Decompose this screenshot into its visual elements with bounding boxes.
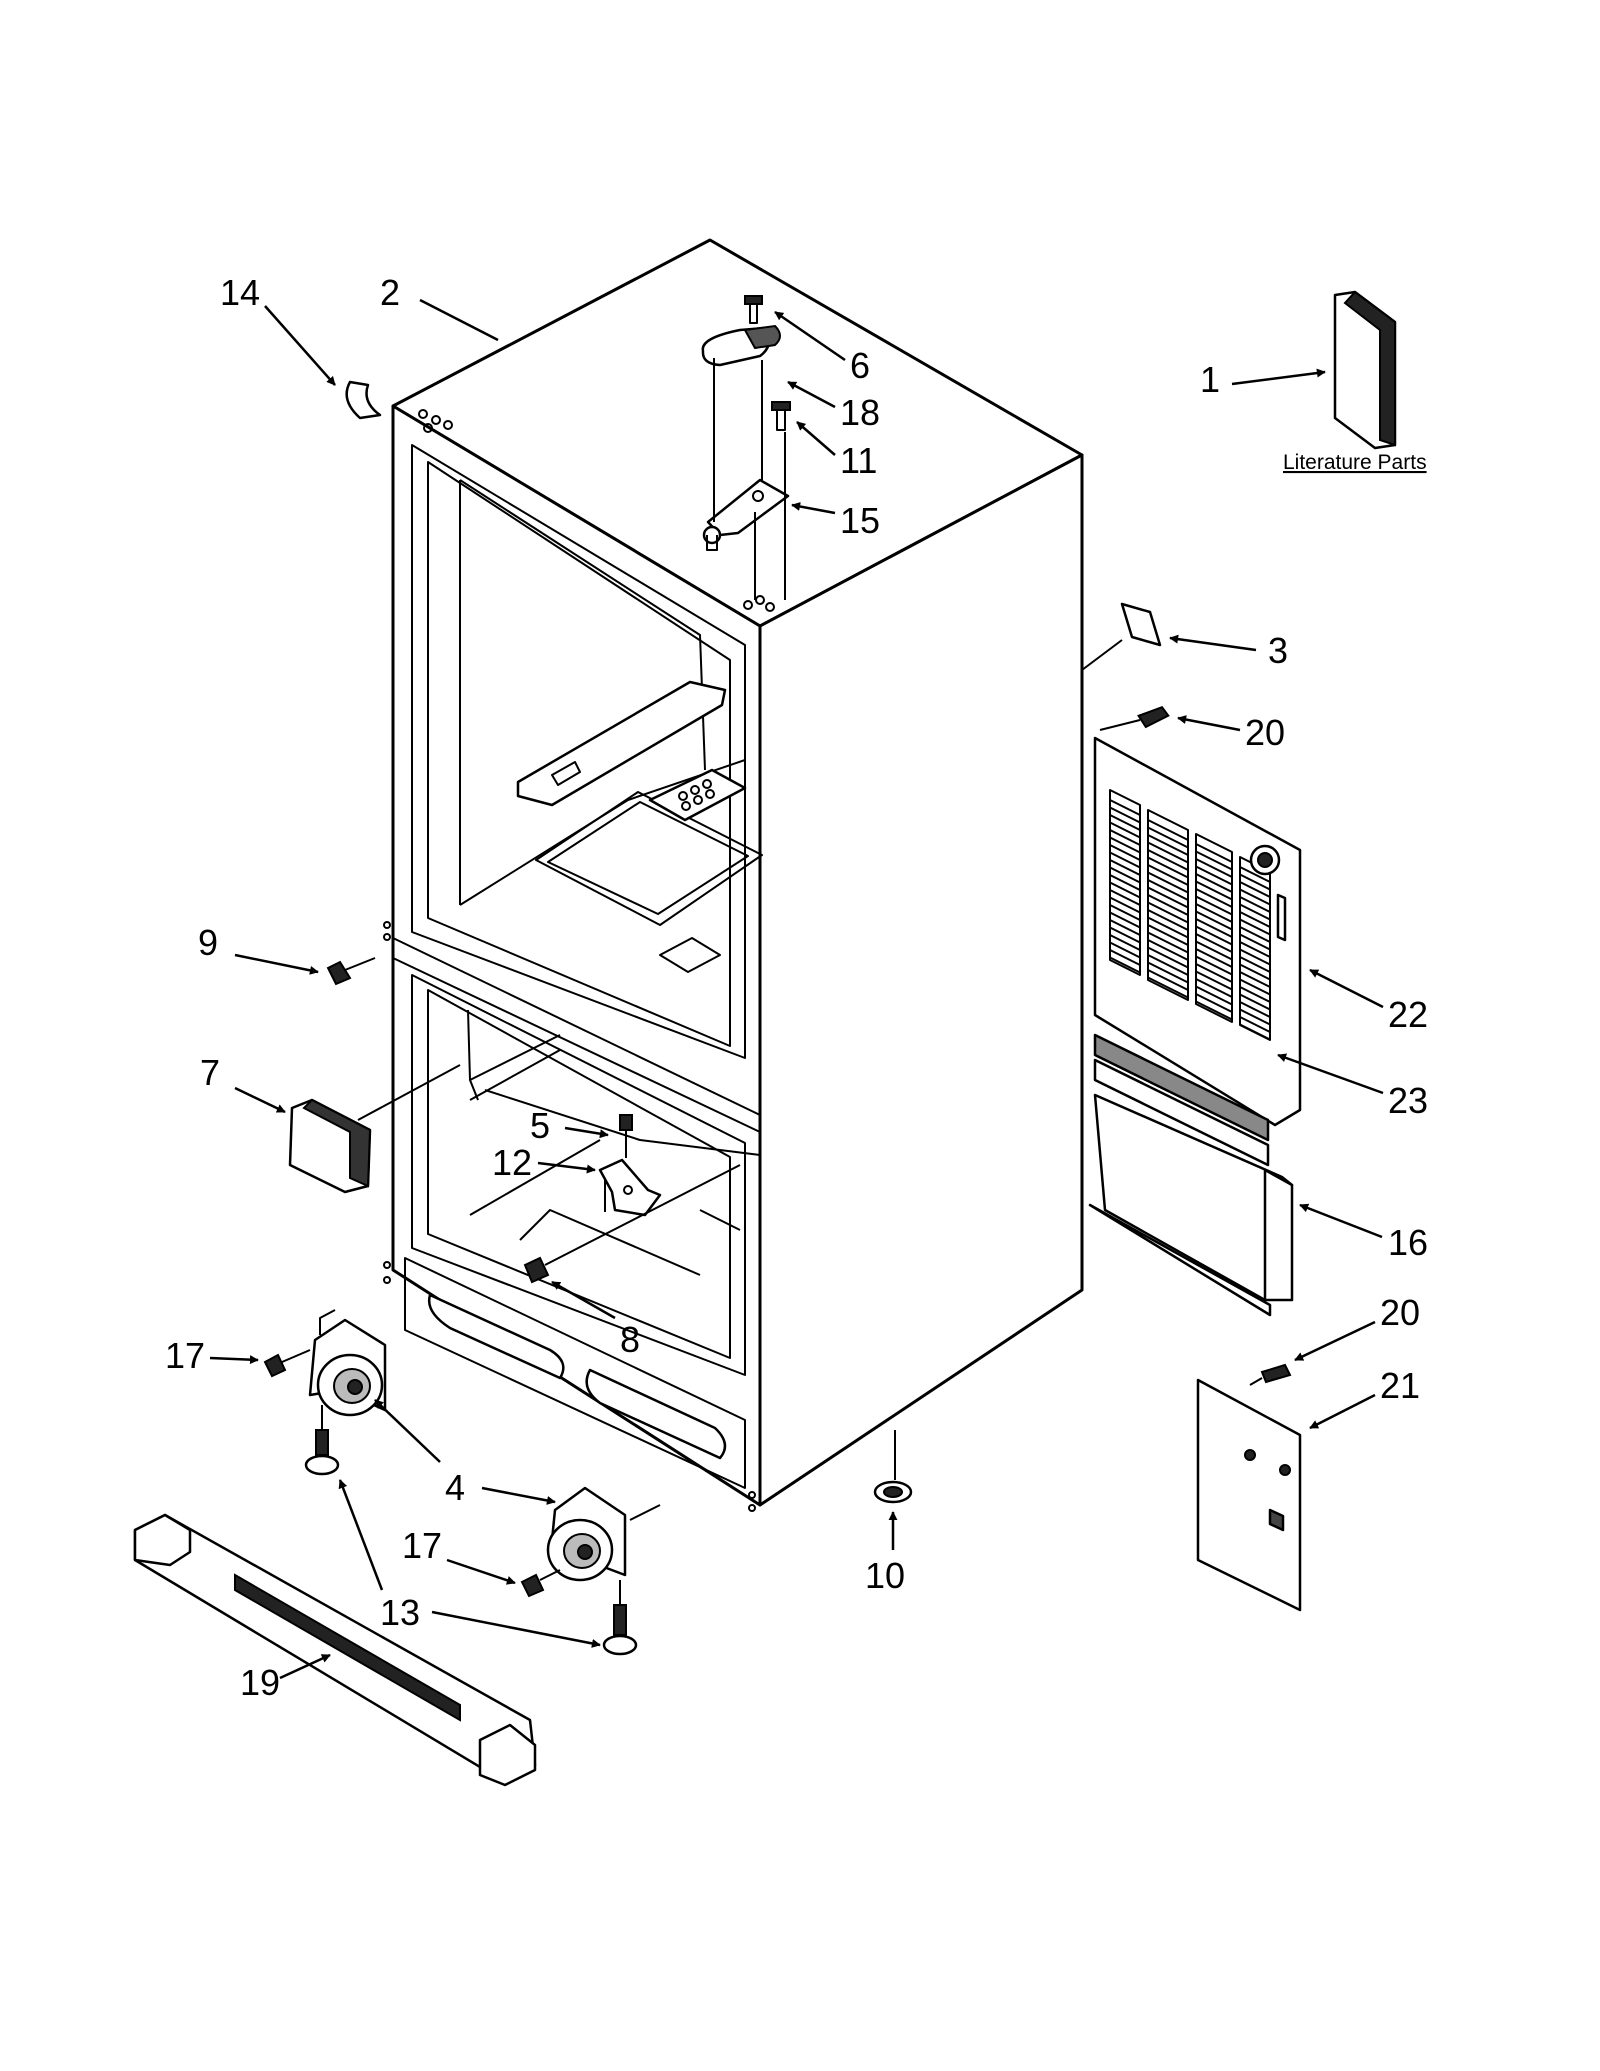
svg-text:1: 1 [1200,359,1220,400]
svg-text:19: 19 [240,1662,280,1703]
svg-text:20: 20 [1245,712,1285,753]
screw-20-lower [1249,1363,1292,1386]
rear-grille-panel [1093,736,1302,1127]
callout-20-lower: 20 [1294,1292,1420,1362]
top-hinge-assembly [701,295,791,600]
literature-book [1333,290,1397,450]
leveling-leg-13-right [602,1580,638,1656]
svg-text:17: 17 [402,1525,442,1566]
roller-assembly-4-left [308,1309,387,1417]
svg-text:3: 3 [1268,630,1288,671]
screw-17-right [520,1569,561,1598]
svg-text:23: 23 [1388,1080,1428,1121]
callout-17-right: 17 [402,1525,516,1585]
svg-text:6: 6 [850,345,870,386]
callout-4-left: 4 [374,1399,556,1508]
svg-text:16: 16 [1388,1222,1428,1263]
control-housing-7 [288,1064,461,1194]
svg-text:18: 18 [840,392,880,433]
screw-20-upper [1099,706,1170,731]
svg-text:17: 17 [165,1335,205,1376]
svg-text:13: 13 [380,1592,420,1633]
svg-text:15: 15 [840,500,880,541]
callout-5: 5 [530,1105,609,1146]
callout-23: 23 [1277,1053,1428,1121]
svg-text:12: 12 [492,1142,532,1183]
callout-18: 18 [787,380,880,433]
svg-text:22: 22 [1388,994,1428,1035]
svg-text:21: 21 [1380,1365,1420,1406]
screw-9 [326,957,376,986]
seal-strip-23 [1093,1033,1270,1167]
callout-3: 3 [1169,630,1288,671]
svg-text:4: 4 [445,1467,465,1508]
svg-text:5: 5 [530,1105,550,1146]
callout-16: 16 [1299,1203,1428,1263]
label-3-part [1120,602,1162,647]
callout-6: 6 [774,310,870,386]
callout-8: 8 [551,1280,640,1360]
callout-22: 22 [1309,968,1428,1035]
svg-text:11: 11 [840,440,877,481]
callout-11: 11 [796,421,877,481]
callout-10: 10 [865,1511,905,1596]
svg-text:8: 8 [620,1319,640,1360]
screw-17-left [263,1349,311,1378]
svg-text:7: 7 [200,1052,220,1093]
svg-text:10: 10 [865,1555,905,1596]
refrigerator-cabinet [383,238,1084,1512]
screw-8 [523,1164,741,1284]
callout-21: 21 [1309,1365,1420,1430]
toe-grille-19 [133,1513,537,1787]
callout-12: 12 [492,1142,596,1183]
callout-14: 14 [220,272,336,386]
callout-7: 7 [200,1052,286,1114]
insulation-panel-16 [1088,1093,1294,1317]
callout-1: 1 [1200,359,1326,400]
callout-17-left: 17 [165,1335,259,1376]
access-cover-21 [1196,1378,1302,1612]
clip-14-part [345,380,382,420]
callout-13: 13 [338,1479,601,1648]
callout-20-upper: 20 [1177,712,1285,753]
callout-19: 19 [240,1653,331,1703]
callout-15: 15 [791,500,880,541]
roller-assembly-4-right [546,1486,661,1582]
svg-text:14: 14 [220,272,260,313]
callout-9: 9 [198,922,319,975]
svg-text:20: 20 [1380,1292,1420,1333]
leveling-leg-13-left [304,1405,340,1476]
svg-text:2: 2 [380,272,400,313]
bracket-assembly-12 [598,1114,662,1217]
literature-parts-label: Literature Parts [1283,451,1427,474]
leveling-foot-10 [873,1430,913,1504]
svg-text:9: 9 [198,922,218,963]
callout-2: 2 [380,272,499,342]
